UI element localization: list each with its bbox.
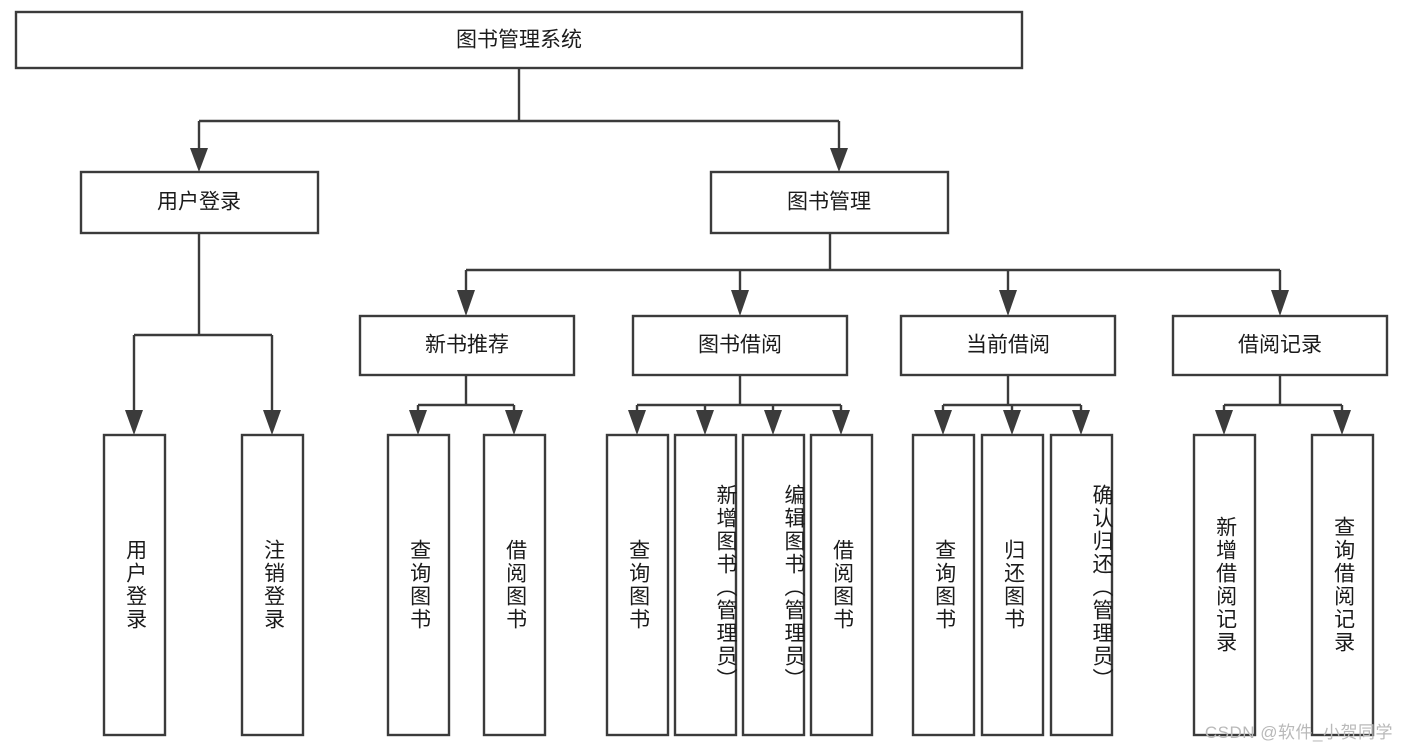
node-new-book-recommend[interactable]: 新书推荐 (358, 314, 576, 377)
node-new-book-recommend-label: 新书推荐 (425, 334, 509, 357)
node-root-label: 图书管理系统 (456, 29, 582, 52)
arrowheads-bookborrow-leaves (628, 410, 850, 435)
leaf-box-current-borrow-1[interactable] (980, 433, 1045, 737)
leaf-box-current-borrow-0[interactable] (911, 433, 976, 737)
arrowhead-to-book-manage (830, 148, 848, 172)
connector-newbook-to-leaves (416, 375, 516, 412)
node-book-management-label: 图书管理 (787, 191, 871, 214)
arrowheads-borrowrecord-leaves (1215, 410, 1351, 435)
watermark-text: CSDN @软件_小贺同学 (1204, 723, 1393, 742)
leaf-box-borrow-record-0[interactable] (1192, 433, 1257, 737)
node-book-borrow[interactable]: 图书借阅 (631, 314, 849, 377)
leaf-box-new-book-0[interactable] (386, 433, 451, 737)
leaf-box-book-borrow-3[interactable] (809, 433, 874, 737)
node-user-login-label: 用户登录 (157, 191, 241, 214)
leaf-box-book-borrow-1[interactable] (673, 433, 738, 737)
connector-bookmanage-to-level2 (464, 233, 1282, 292)
leaf-box-new-book-1[interactable] (482, 433, 547, 737)
leaf-box-borrow-record-1[interactable] (1310, 433, 1375, 737)
node-user-login[interactable]: 用户登录 (79, 170, 320, 235)
connector-borrowrecord-to-leaves (1222, 375, 1344, 412)
connector-userlogin-to-leaves (132, 233, 274, 412)
arrowhead-to-user-login (190, 148, 208, 172)
connector-currentborrow-to-leaves (941, 375, 1083, 412)
connector-root-to-level1 (197, 68, 841, 150)
node-book-borrow-label: 图书借阅 (698, 334, 782, 357)
leaf-box-book-borrow-0[interactable] (605, 433, 670, 737)
connector-bookborrow-to-leaves (635, 375, 843, 412)
leaf-box-user-login-0[interactable] (102, 433, 167, 737)
node-book-management[interactable]: 图书管理 (709, 170, 950, 235)
arrowheads-currentborrow-leaves (934, 410, 1090, 435)
arrowheads-newbook-leaves (409, 410, 523, 435)
node-root[interactable]: 图书管理系统 (14, 10, 1024, 70)
leaf-box-current-borrow-2[interactable] (1049, 433, 1114, 737)
leaf-box-book-borrow-2[interactable] (741, 433, 806, 737)
arrowheads-level2 (457, 290, 1289, 316)
node-borrow-record[interactable]: 借阅记录 (1171, 314, 1389, 377)
node-borrow-record-label: 借阅记录 (1238, 334, 1322, 357)
node-current-borrow-label: 当前借阅 (966, 334, 1050, 357)
node-current-borrow[interactable]: 当前借阅 (899, 314, 1117, 377)
arrowheads-userlogin-leaves (125, 410, 281, 435)
leaf-box-user-login-1[interactable] (240, 433, 305, 737)
